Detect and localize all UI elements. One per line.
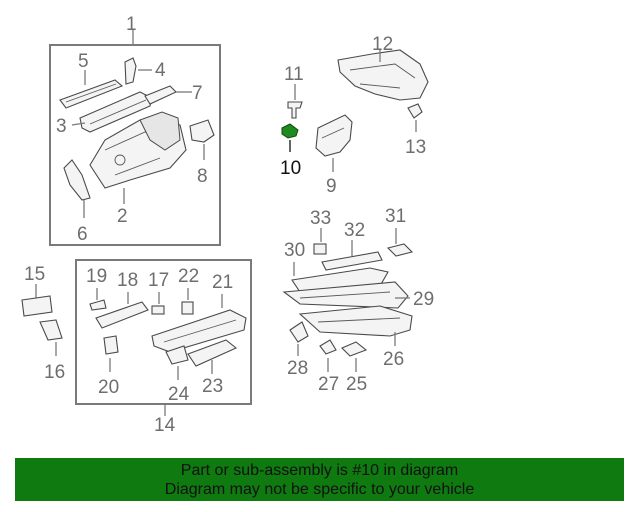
callout-13[interactable]: 13 xyxy=(405,137,426,158)
part-24-bracket[interactable] xyxy=(165,345,189,365)
part-9-panel[interactable] xyxy=(315,114,353,157)
part-19-clip[interactable] xyxy=(89,299,107,311)
part-32-panel[interactable] xyxy=(321,251,383,271)
callout-6[interactable]: 6 xyxy=(77,224,88,245)
part-33-clip[interactable] xyxy=(313,243,327,255)
part-26-dash-panel[interactable] xyxy=(298,305,413,337)
info-banner: Part or sub-assembly is #10 in diagram D… xyxy=(15,458,624,501)
callout-2[interactable]: 2 xyxy=(117,206,128,227)
callout-28[interactable]: 28 xyxy=(287,358,308,379)
callout-7[interactable]: 7 xyxy=(192,83,203,104)
callout-30[interactable]: 30 xyxy=(284,240,305,261)
part-18-rail[interactable] xyxy=(95,301,149,329)
callout-27[interactable]: 27 xyxy=(318,374,339,395)
callout-19[interactable]: 19 xyxy=(86,266,107,287)
callout-20[interactable]: 20 xyxy=(98,377,119,398)
callout-5[interactable]: 5 xyxy=(78,51,89,72)
callout-18[interactable]: 18 xyxy=(117,270,138,291)
callout-15[interactable]: 15 xyxy=(24,264,45,285)
dash-parts-group: 33 32 31 30 29 26 28 27 25 xyxy=(282,206,434,395)
callout-10[interactable]: 10 xyxy=(280,158,301,179)
callout-29[interactable]: 29 xyxy=(413,289,434,310)
callout-17[interactable]: 17 xyxy=(148,270,169,291)
callout-9[interactable]: 9 xyxy=(326,176,337,197)
callout-25[interactable]: 25 xyxy=(346,374,367,395)
callout-21[interactable]: 21 xyxy=(212,272,233,293)
parts-15-16-group: 15 16 xyxy=(21,264,65,383)
callout-4[interactable]: 4 xyxy=(155,60,166,81)
callout-32[interactable]: 32 xyxy=(344,220,365,241)
callout-24[interactable]: 24 xyxy=(168,384,190,405)
part-4-bracket[interactable] xyxy=(124,57,137,85)
part-10-highlighted[interactable] xyxy=(281,123,299,139)
part-25-bracket[interactable] xyxy=(341,341,368,357)
part-20-plate[interactable] xyxy=(103,335,119,355)
callout-14[interactable]: 14 xyxy=(154,415,176,436)
callout-12[interactable]: 12 xyxy=(372,34,393,55)
callout-26[interactable]: 26 xyxy=(383,349,404,370)
part-13-clip[interactable] xyxy=(407,103,423,119)
part-23-rail[interactable] xyxy=(187,339,238,367)
assembly-1-frame xyxy=(49,44,221,246)
part-31-bracket[interactable] xyxy=(386,243,414,257)
callout-23[interactable]: 23 xyxy=(202,376,223,397)
callout-33[interactable]: 33 xyxy=(310,208,331,229)
part-16-bracket[interactable] xyxy=(39,319,63,341)
part-12-cowl[interactable] xyxy=(337,49,429,101)
part-22-block[interactable] xyxy=(181,301,194,315)
callout-1[interactable]: 1 xyxy=(126,14,137,35)
callout-22[interactable]: 22 xyxy=(178,266,199,287)
banner-line-1: Part or sub-assembly is #10 in diagram xyxy=(180,462,459,479)
part-8-bracket[interactable] xyxy=(189,119,215,143)
part-11-bolt[interactable] xyxy=(287,101,303,119)
callout-3[interactable]: 3 xyxy=(56,116,67,137)
callout-16[interactable]: 16 xyxy=(44,362,65,383)
part-28-bracket[interactable] xyxy=(289,321,309,343)
part-3-rail[interactable] xyxy=(79,91,153,133)
part-15-panel[interactable] xyxy=(21,295,53,317)
part-6-extension[interactable] xyxy=(63,159,91,201)
assembly-14-frame xyxy=(75,259,252,405)
part-17-clip[interactable] xyxy=(151,305,165,315)
callout-8[interactable]: 8 xyxy=(197,166,208,187)
banner-line-2: Diagram may not be specific to your vehi… xyxy=(164,481,475,498)
assembly-1-group: 1 5 3 4 7 2 6 8 xyxy=(49,14,221,246)
part-2-tower xyxy=(139,111,181,151)
part-7-reinforcement[interactable] xyxy=(144,85,177,105)
assembly-14-group: 14 19 18 17 22 21 20 24 23 xyxy=(75,259,252,436)
callout-31[interactable]: 31 xyxy=(385,206,406,227)
part-27-clip[interactable] xyxy=(319,339,337,355)
cowl-parts-group: 11 10 9 12 13 xyxy=(280,34,429,197)
callout-11[interactable]: 11 xyxy=(284,64,304,85)
